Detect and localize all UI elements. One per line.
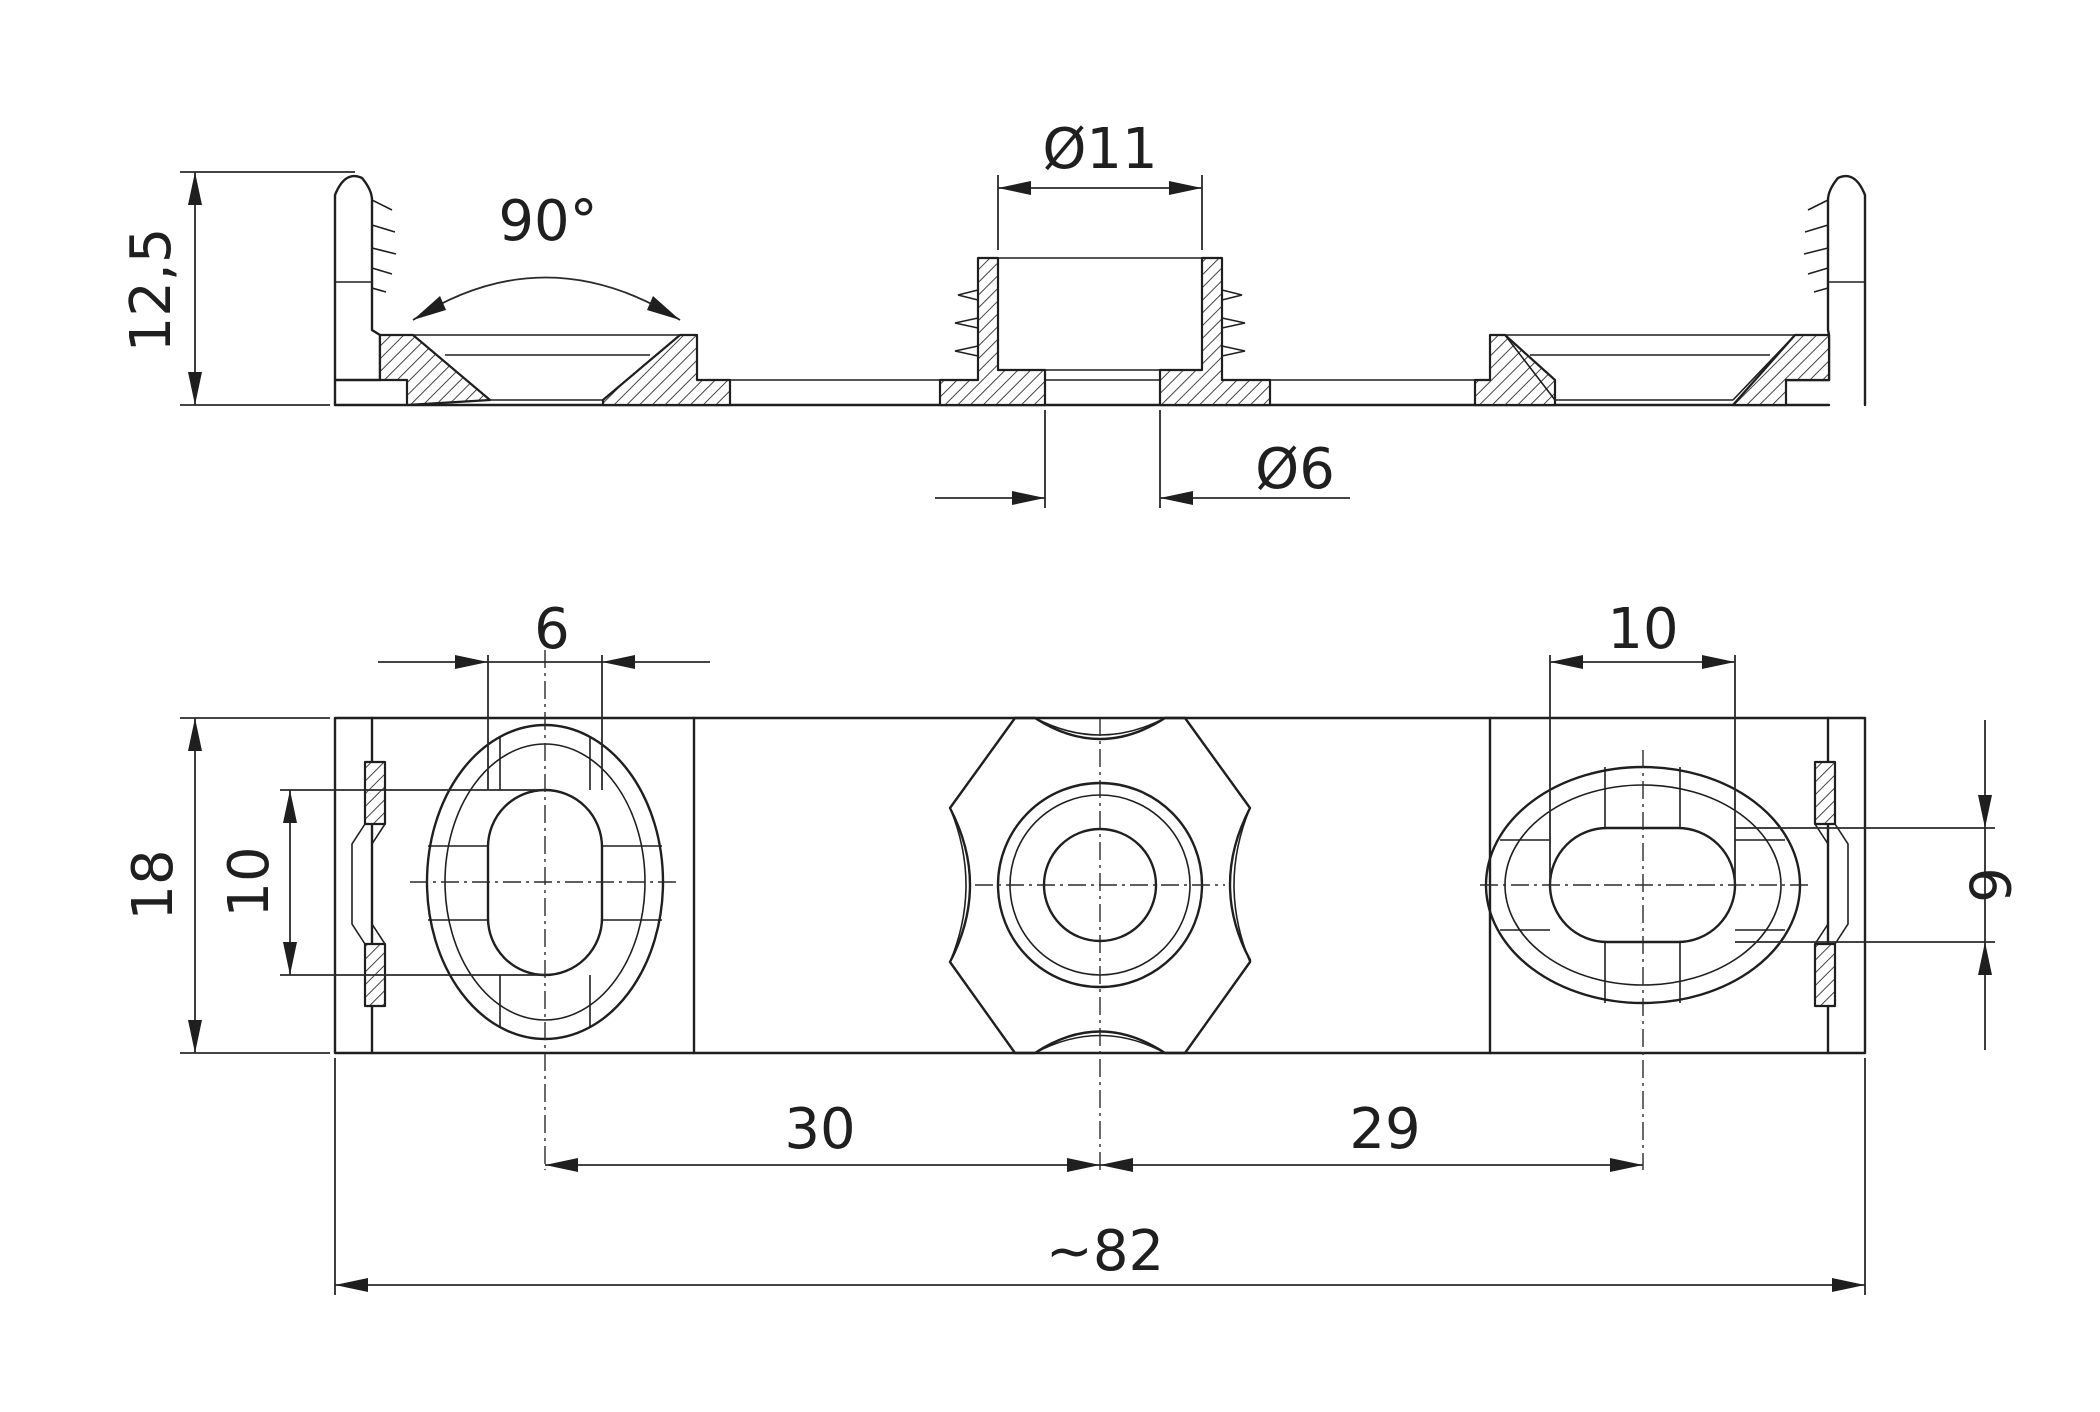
left-clip	[333, 174, 382, 407]
dim-pitch-right: 29	[1349, 1097, 1420, 1162]
dim-slot-left-width-lines	[378, 655, 710, 790]
right-clip-profile	[1814, 823, 1849, 945]
boss-section-left	[938, 256, 1047, 407]
boss-section-right	[1158, 256, 1272, 407]
right-clip-hatch-bottom	[1813, 942, 1837, 1008]
dim-overall-length-lines	[334, 1058, 1866, 1295]
dim-slot-left-height: 10	[217, 846, 282, 917]
dim-body-height: 18	[121, 849, 186, 920]
boss-left-teeth	[954, 289, 979, 357]
arrowhead	[1550, 655, 1583, 669]
arrowhead	[1978, 795, 1992, 828]
boss-bore-lines	[998, 257, 1202, 406]
arrowhead	[1169, 181, 1202, 195]
section-base-outline	[333, 378, 1831, 407]
dim-pitch-left: 30	[784, 1097, 855, 1162]
boss-right-teeth	[1221, 289, 1246, 357]
left-countersink-lines	[412, 334, 681, 401]
arrowhead	[1012, 491, 1045, 505]
right-countersink-lines	[1504, 334, 1796, 401]
arrowhead	[455, 655, 488, 669]
dim-slot-right-height-lines	[1735, 720, 1995, 1050]
left-countersink-section-a	[378, 333, 492, 407]
dim-bore-inner: Ø6	[1255, 437, 1335, 502]
right-clip-hatch-top	[1813, 760, 1837, 826]
arrowhead	[602, 655, 635, 669]
right-countersink-section-a	[1473, 333, 1557, 407]
right-clip-teeth	[1803, 199, 1829, 293]
plan-view: 6 10 18 10 6 30 29 ~82	[121, 597, 2021, 1295]
dim-angle-arc	[412, 276, 681, 321]
centerline-center	[975, 718, 1225, 1170]
dim-height-lines	[180, 171, 355, 406]
arrowhead	[1067, 1158, 1100, 1172]
right-clip	[1826, 174, 1867, 407]
arrowhead	[188, 1020, 202, 1053]
arrowhead	[413, 296, 446, 320]
dim-slot-left-width: 6	[534, 597, 570, 662]
centerline-left	[410, 650, 680, 1170]
centerline-right	[1480, 750, 1810, 1170]
left-clip-teeth	[371, 199, 397, 293]
arrowhead	[1610, 1158, 1643, 1172]
center-boss-star	[948, 716, 1252, 1055]
dim-countersink-angle: 90°	[498, 189, 597, 254]
left-countersink-section-b	[601, 333, 732, 407]
dim-slot-right-width: 10	[1607, 597, 1678, 662]
arrowhead	[1702, 655, 1735, 669]
section-view: 12,5 90° Ø11 Ø6	[119, 117, 1867, 508]
arrowhead	[1100, 1158, 1133, 1172]
arrowhead	[647, 296, 680, 320]
left-counterbore-facets	[428, 736, 662, 1028]
right-counterbore-facets	[1500, 767, 1785, 1003]
dim-bore-outer-lines	[997, 175, 1203, 250]
right-countersink-section-b	[1731, 333, 1831, 407]
dim-bore-outer: Ø11	[1042, 117, 1157, 182]
arrowhead	[188, 172, 202, 205]
left-clip-profile	[351, 823, 386, 945]
arrowhead	[1978, 942, 1992, 975]
arrowhead	[188, 718, 202, 751]
dim-overall-length: ~82	[1046, 1219, 1164, 1284]
arrowhead	[283, 942, 297, 975]
dim-slot-right-height: 6	[1956, 867, 2021, 903]
arrowhead	[188, 372, 202, 405]
arrowhead	[545, 1158, 578, 1172]
arrowhead	[998, 181, 1031, 195]
arrowhead	[1160, 491, 1193, 505]
dim-height-total: 12,5	[119, 228, 184, 353]
dim-bore-inner-lines	[935, 410, 1350, 508]
dim-body-height-lines	[180, 717, 330, 1054]
arrowhead	[283, 790, 297, 823]
arrowhead	[1832, 1278, 1865, 1292]
arrowhead	[335, 1278, 368, 1292]
left-clip-hatch-top	[363, 760, 387, 826]
